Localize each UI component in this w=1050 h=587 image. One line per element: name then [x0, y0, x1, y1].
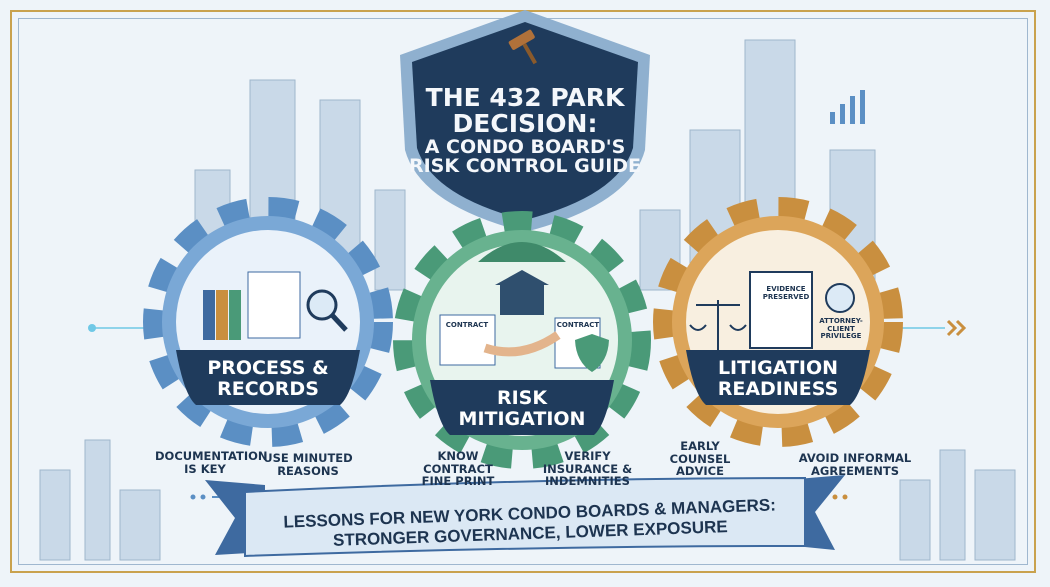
contract-doc — [439, 314, 496, 366]
note-early-counsel: EARLY COUNSEL ADVICE — [669, 439, 731, 479]
hand-icon — [483, 331, 561, 357]
note-insurance: VERIFY INSURANCE & INDEMNITIES — [542, 449, 633, 489]
note-contract: KNOW CONTRACT FINE PRINT — [421, 449, 495, 489]
gear-label-process: PROCESS & RECORDS — [207, 357, 329, 400]
chevrons-icon — [946, 319, 967, 337]
umbrella-bank-icon — [439, 242, 609, 372]
gavel-icon — [508, 29, 537, 65]
bar-chart-icon — [830, 90, 865, 124]
shield-icon — [575, 334, 609, 372]
contract-label: CONTRACT — [445, 321, 489, 329]
note-documentation: DOCUMENTATION IS KEY — [155, 449, 268, 476]
note-minuted-reasons: USE MINUTED REASONS — [263, 451, 353, 478]
title-line-1: THE 432 PARK DECISION: — [425, 83, 625, 138]
clipboard-icon — [749, 271, 813, 349]
gear-label-risk: RISK MITIGATION — [458, 387, 586, 430]
title-line-2: A CONDO BOARD'S RISK CONTROL GUIDE — [408, 136, 642, 178]
attorney-label: ATTORNEY-CLIENT PRIVILEGE — [819, 317, 863, 341]
note-informal-agreements: AVOID INFORMAL AGREEMENTS — [798, 451, 912, 478]
binders-icon — [203, 271, 348, 340]
evidence-label: EVIDENCE PRESERVED — [762, 285, 810, 301]
node-dot — [88, 324, 96, 332]
shield — [400, 10, 650, 232]
magnifier-icon — [306, 289, 338, 321]
contract-label: CONTRACT — [556, 321, 600, 329]
scales-icon — [689, 300, 747, 350]
page-title: THE 432 PARK DECISION: A CONDO BOARD'S R… — [405, 85, 645, 177]
attorney-avatar-icon — [825, 283, 855, 313]
ribbon — [205, 475, 845, 558]
gear-risk — [393, 211, 651, 469]
gear-label-litigation: LITIGATION READINESS — [717, 357, 839, 400]
